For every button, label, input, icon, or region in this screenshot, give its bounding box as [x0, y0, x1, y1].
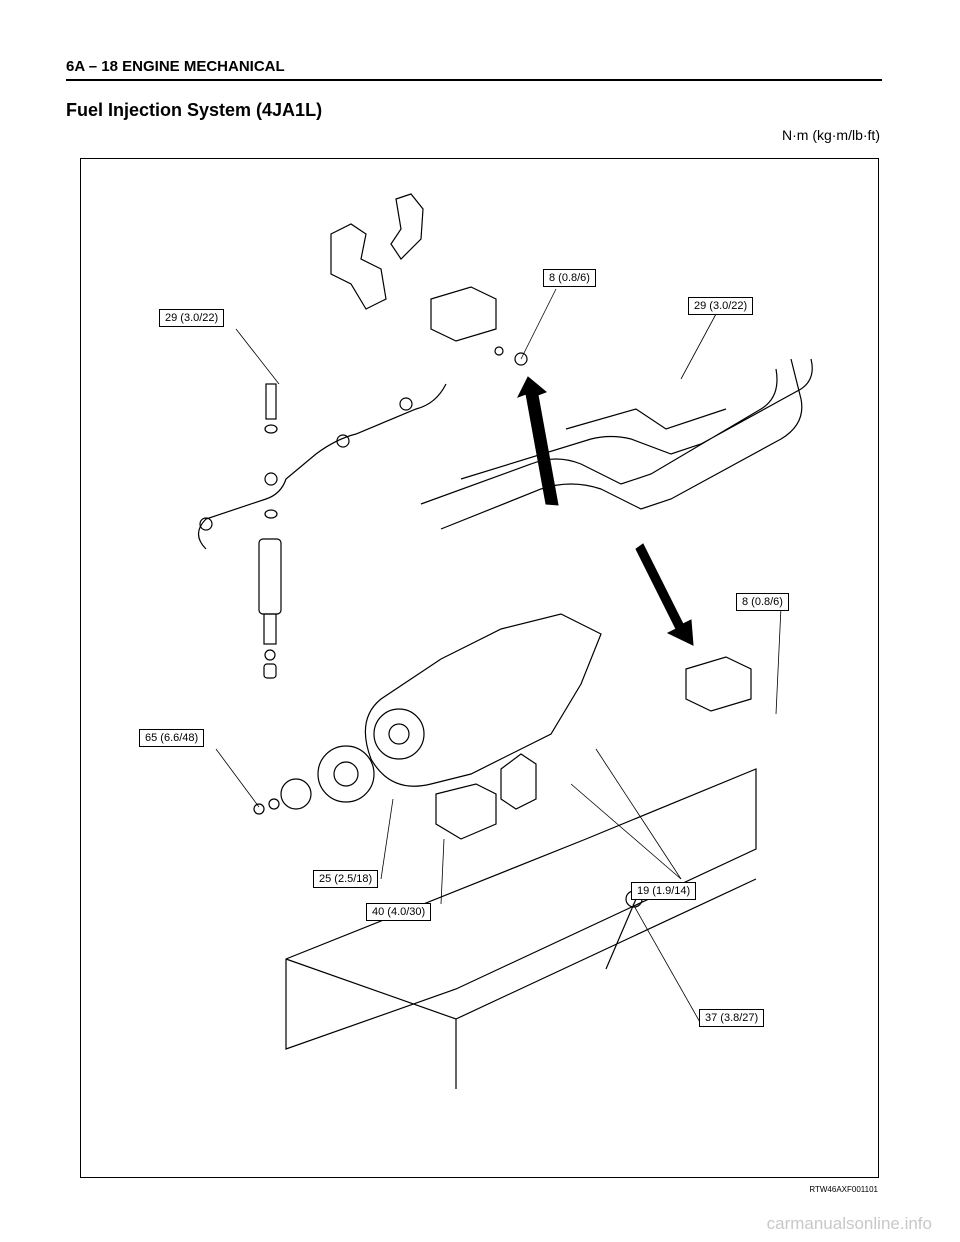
- torque-label-pipe-nut: 29 (3.0/22): [688, 297, 754, 315]
- header-rule: [66, 79, 882, 81]
- pump-gear: [317, 745, 375, 803]
- injection-pipes: [420, 358, 813, 530]
- arrow-down: [635, 543, 694, 646]
- torque-label-gear-nut: 65 (6.6/48): [139, 729, 205, 747]
- watermark: carmanualsonline.info: [766, 1214, 932, 1233]
- clamp-right: [685, 656, 752, 712]
- fuel-injection-diagram: [197, 193, 813, 1089]
- torque-units: N·m (kg·m/lb·ft): [782, 127, 880, 143]
- figure-frame: 8 (0.8/6) 29 (3.0/22) 29 (3.0/22) 8 (0.8…: [80, 158, 879, 1178]
- torque-label-pump-bracket: 19 (1.9/14): [631, 882, 697, 900]
- washer-top: [494, 346, 504, 356]
- pump-hub: [280, 778, 312, 810]
- arrow-up: [516, 376, 559, 506]
- injector-bolt: [265, 383, 277, 420]
- torque-label-gear-bolt: 25 (2.5/18): [313, 870, 379, 888]
- torque-label-glow-plug: 37 (3.8/27): [699, 1009, 765, 1027]
- bracket-upper-right: [390, 193, 424, 260]
- page-header: 6A – 18 ENGINE MECHANICAL: [66, 58, 285, 75]
- nut-top: [514, 352, 528, 366]
- torque-label-bracket-bolt: 40 (4.0/30): [366, 903, 432, 921]
- cylinder-head: [285, 768, 757, 1050]
- torque-label-clamp-bolt: 8 (0.8/6): [736, 593, 789, 611]
- torque-label-injector-bolt: 29 (3.0/22): [159, 309, 225, 327]
- injection-pump: [364, 613, 602, 787]
- clamp-top: [430, 286, 497, 342]
- torque-label-nut-top: 8 (0.8/6): [543, 269, 596, 287]
- figure-code: RTW46AXF001101: [809, 1185, 878, 1194]
- section-title: Fuel Injection System (4JA1L): [66, 100, 323, 120]
- injector-nozzle: [263, 613, 277, 645]
- pump-bracket: [435, 783, 497, 840]
- bracket-upper-left: [330, 223, 387, 310]
- injector-body: [258, 538, 282, 615]
- glow-plug: [605, 898, 637, 970]
